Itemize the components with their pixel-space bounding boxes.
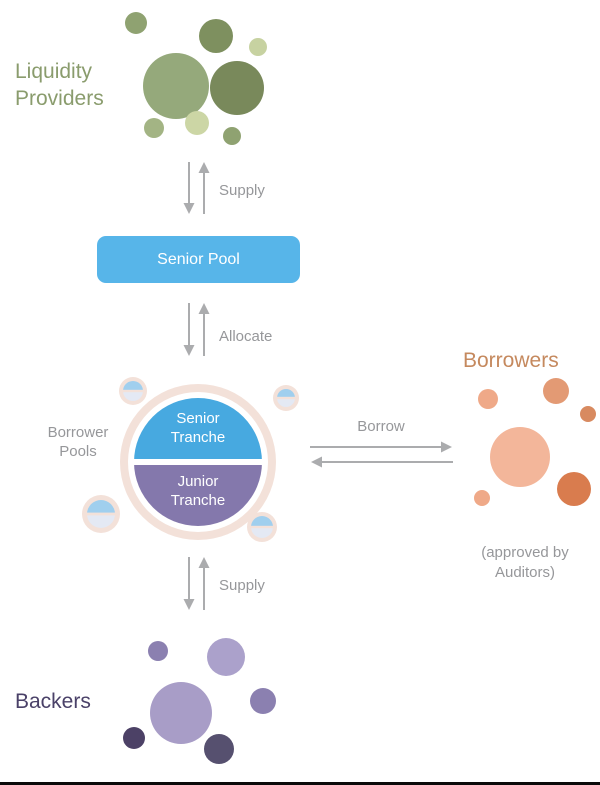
mini-top-half — [87, 500, 115, 514]
cluster-circle — [543, 378, 569, 404]
cluster-circle — [125, 12, 147, 34]
cluster-circle — [474, 490, 490, 506]
mini-divider — [277, 396, 295, 400]
senior-tranche-half — [134, 398, 262, 462]
mini-top-half — [123, 381, 143, 391]
borrower-pools-label: Borrower Pools — [47, 424, 109, 460]
arrow-head-up — [198, 557, 210, 568]
approved-by-auditors-label: (approved by Auditors) — [481, 544, 569, 581]
supply-arrows-bottom — [183, 557, 210, 610]
mini-bottom-half — [123, 391, 143, 401]
mini-top-half — [277, 389, 295, 398]
cluster-circle — [490, 427, 550, 487]
senior-tranche-label: Senior Tranche — [170, 410, 226, 446]
backers-label: Backers — [15, 690, 91, 713]
backers-cluster — [123, 638, 276, 764]
cluster-circle — [143, 53, 209, 119]
cluster-circle — [478, 389, 498, 409]
cluster-circle — [150, 682, 212, 744]
arrow-head-down — [183, 599, 195, 610]
borrower-pool-icon — [247, 512, 277, 542]
junior-tranche-half — [134, 462, 262, 526]
cluster-circle — [148, 641, 168, 661]
borrower-pool-icon — [82, 495, 120, 533]
cluster-circle — [207, 638, 245, 676]
supply-label-top: Supply — [219, 182, 265, 199]
cluster-circle — [249, 38, 267, 56]
cluster-circle — [123, 727, 145, 749]
borrower-pool-icon — [119, 377, 147, 405]
cluster-circle — [185, 111, 209, 135]
cluster-circle — [250, 688, 276, 714]
arrow-head-down — [183, 203, 195, 214]
cluster-circle — [204, 734, 234, 764]
liquidity-providers-label: Liquidity Providers — [15, 60, 104, 110]
liquidity-providers-cluster — [125, 12, 267, 145]
cluster-circle — [199, 19, 233, 53]
arrow-head-down — [183, 345, 195, 356]
senior-pool-label: Senior Pool — [157, 250, 240, 268]
senior-pool-node — [97, 236, 300, 283]
allocate-arrows — [183, 303, 210, 356]
allocate-label: Allocate — [219, 328, 273, 345]
supply-arrows-top — [183, 162, 210, 214]
tranche-circle — [120, 384, 276, 540]
mini-divider — [251, 525, 273, 529]
borrow-label: Borrow — [357, 418, 405, 435]
borrower-pool-icon — [273, 385, 299, 411]
mini-bottom-half — [251, 527, 273, 538]
borrow-arrows — [310, 441, 453, 468]
arrow-head-right — [441, 441, 452, 453]
borrowers-label: Borrowers — [463, 349, 559, 372]
arrow-head-left — [311, 456, 322, 468]
mini-divider — [123, 389, 143, 393]
arrow-head-up — [198, 162, 210, 173]
supply-label-bottom: Supply — [219, 577, 265, 594]
junior-tranche-label: Junior Tranche — [170, 473, 226, 509]
arrow-head-up — [198, 303, 210, 314]
cluster-circle — [557, 472, 591, 506]
mini-bottom-half — [277, 398, 295, 407]
cluster-circle — [210, 61, 264, 115]
tranche-divider — [132, 459, 264, 465]
cluster-circle — [580, 406, 596, 422]
cluster-circle — [144, 118, 164, 138]
mini-divider — [87, 512, 115, 516]
borrowers-cluster — [474, 378, 596, 506]
mini-top-half — [251, 516, 273, 527]
cluster-circle — [223, 127, 241, 145]
mini-bottom-half — [87, 514, 115, 528]
